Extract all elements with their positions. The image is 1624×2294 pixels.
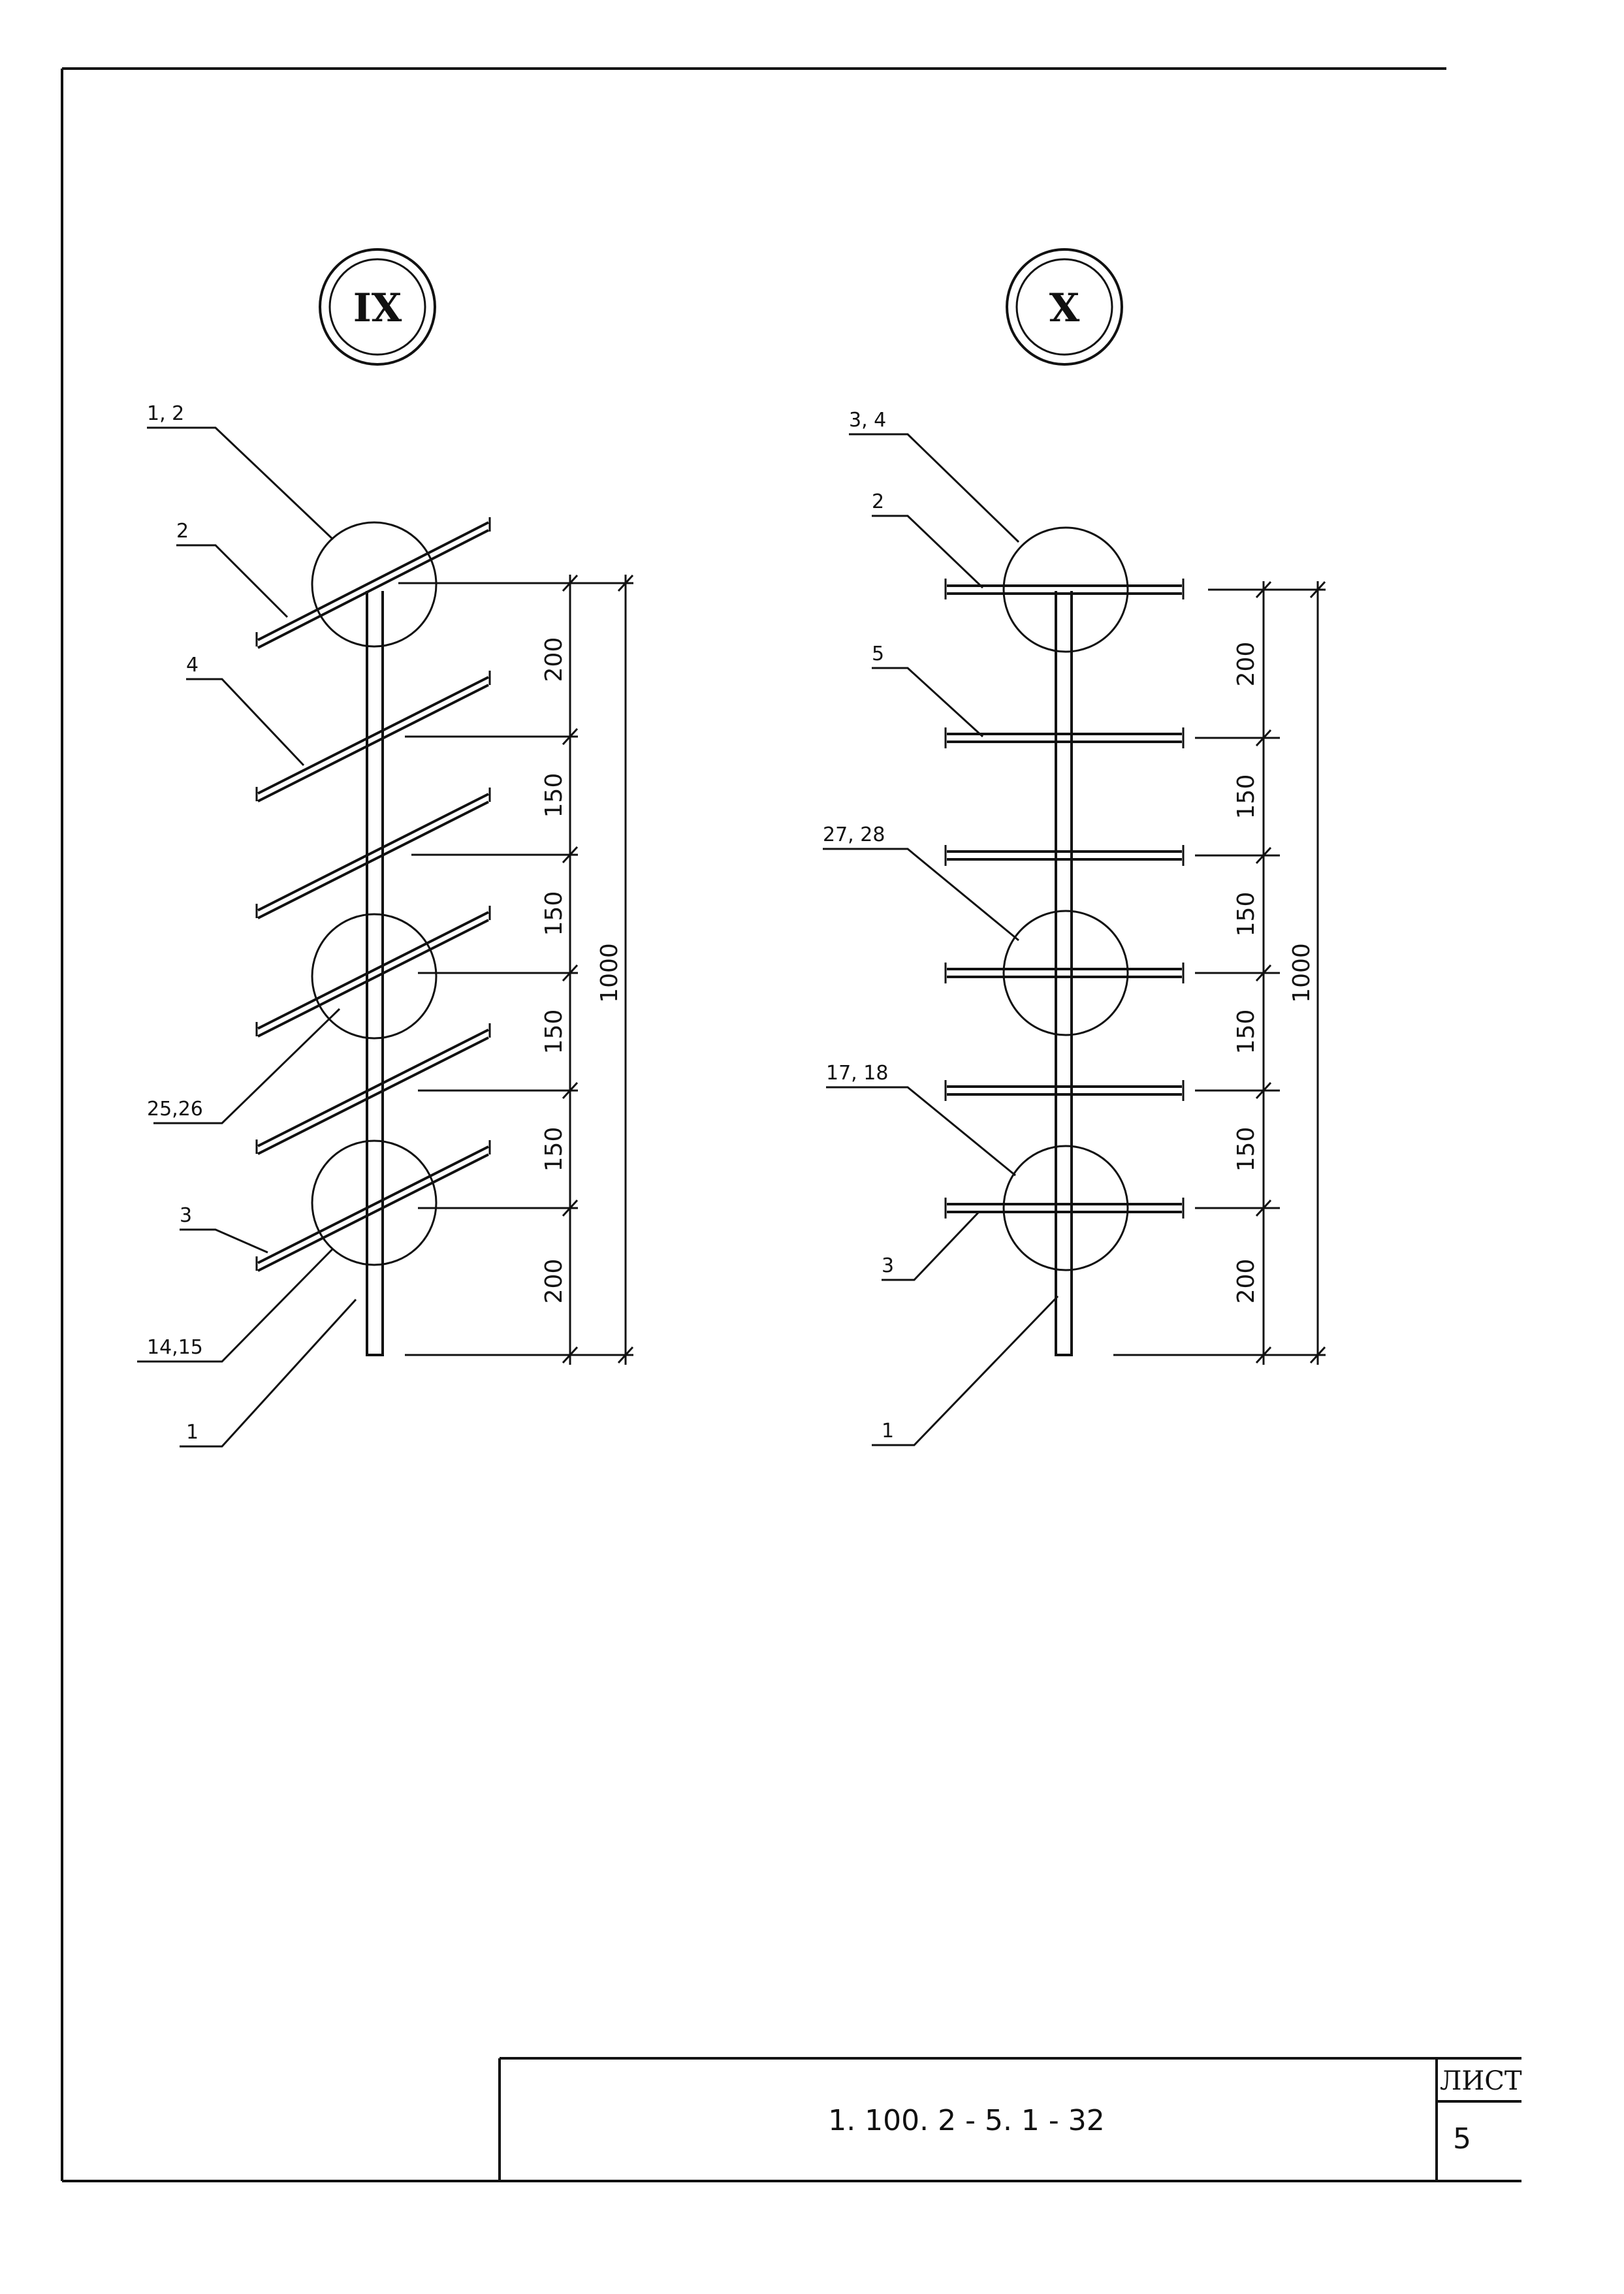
detail-circle [1002,1145,1129,1271]
callout-label: 1 [186,1421,199,1444]
drawing-x: X 3, 4 2 5 27, 28 17, 18 3 1 200 150 150… [823,248,1326,1446]
callout-label: 27, 28 [823,823,885,846]
dimension-lines [398,574,634,1365]
callout-labels: 1, 2 2 4 25,26 3 14,15 1 [147,402,203,1444]
callout-label: 14,15 [147,1336,203,1359]
leader-lines [137,426,357,1448]
drawing-ix: IX 1, 2 2 4 25,26 3 14,15 1 200 150 150 … [137,248,634,1448]
callout-label: 4 [186,654,199,677]
dimension-label: 150 [1233,892,1260,937]
callout-label: 5 [872,643,884,665]
callout-label: 2 [176,520,189,543]
dimension-labels: 200 150 150 150 150 200 1000 [1233,642,1315,1304]
total-dimension-label: 1000 [1288,943,1315,1003]
callout-label: 3, 4 [849,409,886,432]
document-code: 1. 100. 2 - 5. 1 - 32 [828,2104,1105,2137]
callout-labels: 3, 4 2 5 27, 28 17, 18 3 1 [823,409,894,1442]
callout-label: 3 [882,1254,894,1277]
title-block [498,2057,1521,2181]
view-marker-inner-circle [1015,258,1113,356]
vertical-bar [1055,591,1073,1356]
view-marker-outer-circle [1006,248,1123,366]
dimension-labels: 200 150 150 150 150 200 1000 [541,637,623,1304]
dimension-lines [1113,581,1326,1365]
dimension-label: 200 [1233,642,1260,687]
dimension-label: 150 [541,891,567,936]
sheet-number: 5 [1453,2122,1471,2156]
leader-lines [823,433,1059,1446]
detail-circle [311,1139,438,1266]
total-dimension-label: 1000 [596,943,623,1003]
view-marker-inner-circle [328,258,426,356]
detail-circle [1002,526,1129,653]
horizontal-bars [947,584,1182,1213]
view-label: X [1049,285,1080,331]
callout-label: 17, 18 [826,1062,888,1085]
callout-label: 2 [872,490,884,513]
diagonal-bars [257,521,489,1272]
callout-label: 3 [180,1204,192,1227]
dimension-label: 150 [1233,774,1260,820]
callout-label: 1 [882,1420,894,1442]
view-marker-outer-circle [319,248,436,366]
dimension-label: 150 [1233,1010,1260,1055]
callout-label: 1, 2 [147,402,184,425]
dimension-label: 200 [1233,1259,1260,1304]
dimension-label: 200 [541,1259,567,1304]
dimension-label: 150 [541,1127,567,1172]
detail-circle [1002,910,1129,1036]
callout-label: 25,26 [147,1098,203,1121]
dimension-label: 200 [541,637,567,682]
view-label: IX [353,285,402,331]
detail-circle [311,521,438,648]
dimension-label: 150 [541,773,567,818]
detail-circle [311,913,438,1040]
sheet-label: ЛИСТ [1440,2066,1522,2096]
dimension-label: 150 [1233,1127,1260,1172]
dimension-label: 150 [541,1010,567,1055]
